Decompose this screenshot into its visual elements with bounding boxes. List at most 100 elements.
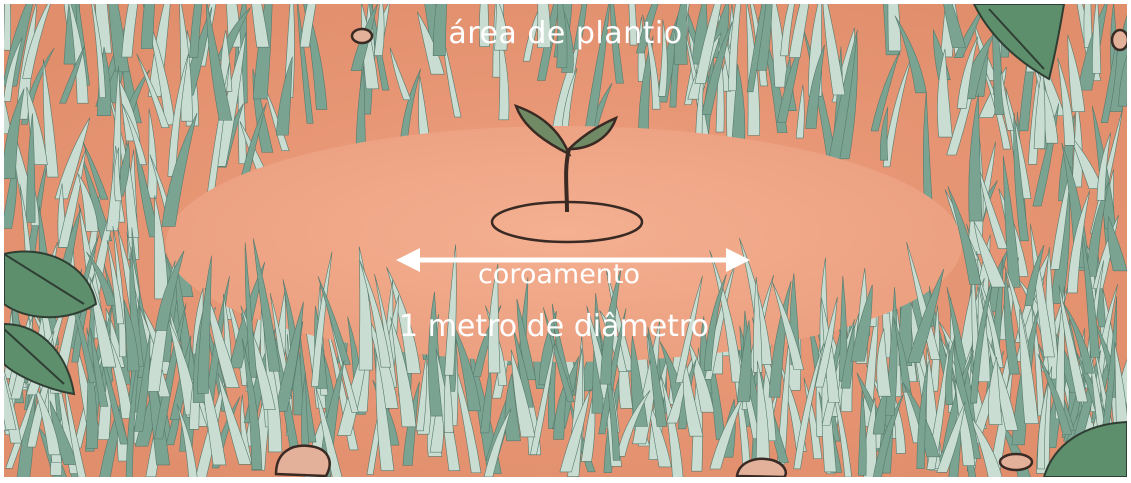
grass-blade	[556, 4, 568, 69]
grass-blade	[1030, 223, 1055, 358]
grass-blade	[244, 242, 258, 378]
grass-blade	[840, 325, 855, 389]
grass-blade	[937, 48, 953, 138]
grass-blade	[755, 360, 770, 476]
grass-blade	[1096, 132, 1111, 201]
grass-blade	[189, 4, 203, 58]
grass-blade	[850, 284, 873, 362]
grass-blade	[90, 328, 109, 407]
grass-blade	[140, 4, 155, 50]
seedling-leaf-right	[565, 115, 619, 151]
stone	[735, 457, 788, 477]
grass-blade	[1057, 57, 1076, 146]
grass-blade	[936, 401, 966, 473]
grass-blade	[217, 372, 252, 465]
grass-blade	[42, 59, 59, 178]
grass-blade	[907, 268, 945, 363]
grass-blade	[628, 4, 638, 46]
grass-blade	[583, 4, 611, 136]
grass-blade	[296, 4, 314, 124]
grass-blade	[737, 320, 752, 402]
grass-blade	[1000, 69, 1015, 131]
grass-blade	[26, 113, 36, 223]
grass-blade	[86, 251, 117, 306]
grass-blade	[1019, 308, 1039, 424]
grass-blade	[238, 102, 267, 191]
grass-blade	[274, 301, 304, 412]
leaf-bottom-right	[1042, 420, 1127, 477]
grass-blade	[793, 342, 825, 470]
scene	[4, 4, 1127, 477]
stones	[274, 27, 1127, 477]
arrowhead-right	[726, 248, 750, 272]
grass-blade	[389, 47, 412, 101]
stone	[998, 452, 1034, 472]
grass-blade	[4, 88, 25, 179]
grass-blade	[947, 186, 982, 285]
grass-blade	[251, 4, 270, 48]
grass-blade	[113, 147, 123, 202]
grass-blade	[709, 250, 743, 383]
grass-blade	[154, 250, 185, 331]
grass-blade	[573, 4, 587, 50]
grass-blade	[753, 277, 763, 373]
crowning-label: coroamento	[477, 259, 641, 290]
grass-blade	[1037, 354, 1073, 435]
grass-blade	[674, 4, 688, 65]
grass-blade	[1107, 216, 1127, 272]
grass-blade	[772, 281, 804, 370]
grass-blade	[417, 11, 445, 75]
grass-blade	[1062, 301, 1095, 374]
grass-blade	[77, 173, 99, 232]
grass-blade	[805, 44, 825, 129]
grass-blade	[872, 394, 904, 477]
grass-blade	[197, 255, 212, 394]
grass-blade	[390, 316, 417, 428]
grass-blade	[4, 96, 12, 134]
grass-blade	[647, 326, 668, 427]
grass-blade	[943, 4, 966, 49]
arrowhead-left	[396, 248, 420, 272]
grass-blade	[386, 266, 421, 374]
grass-blade	[504, 373, 521, 442]
leaf-left	[4, 250, 98, 396]
grass-blade	[154, 195, 169, 300]
stone	[350, 27, 374, 45]
grass-blade	[432, 4, 448, 57]
grass-blade	[483, 408, 512, 477]
grass-blade	[133, 332, 151, 432]
grass-blade	[746, 4, 767, 93]
grass-blade	[516, 298, 537, 381]
grass-blade	[893, 317, 911, 393]
grass-blade	[176, 403, 198, 477]
grass-blade	[315, 387, 343, 477]
grass-blade	[510, 349, 536, 438]
grass-blade	[768, 280, 792, 398]
grass-blade	[1101, 296, 1118, 432]
grass-blade	[715, 38, 725, 133]
grass-blade	[703, 274, 727, 371]
grass-blade	[415, 354, 428, 432]
grass-blade	[945, 336, 956, 406]
grass-blade	[205, 4, 233, 121]
grass-blade	[600, 268, 622, 385]
grass-blade	[730, 63, 746, 153]
stone	[274, 444, 331, 477]
grass-blade	[4, 37, 23, 102]
grass-blade	[559, 388, 591, 473]
grass-blade	[4, 374, 17, 430]
grass-blade	[136, 53, 170, 128]
grass-blade	[694, 4, 722, 84]
grass-blade	[916, 361, 929, 469]
grass-blade	[675, 275, 703, 383]
grass-blade	[494, 4, 508, 51]
grass-blade	[241, 338, 263, 470]
grass-blade	[780, 4, 795, 57]
grass-blade	[701, 21, 733, 115]
grass-blade	[968, 93, 983, 222]
grass-blade	[660, 375, 684, 477]
grass-blade	[814, 296, 838, 388]
grass-blade	[956, 36, 979, 109]
grass-blade	[788, 4, 810, 58]
grass-blade	[82, 141, 109, 200]
